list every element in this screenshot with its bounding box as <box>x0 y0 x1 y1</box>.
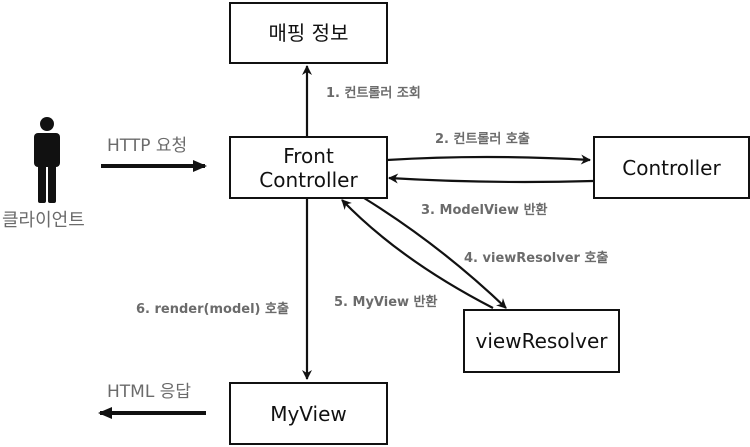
controller-box: Controller <box>593 136 750 199</box>
front-controller-label-line1: Front <box>283 143 334 168</box>
step4-label: 4. viewResolver 호출 <box>464 251 609 266</box>
step5-label: 5. MyView 반환 <box>334 295 438 310</box>
step1-label: 1. 컨트롤러 조회 <box>326 86 421 101</box>
my-view-label: MyView <box>270 401 347 426</box>
front-controller-box: Front Controller <box>229 136 388 199</box>
mapping-info-label: 매핑 정보 <box>268 21 349 45</box>
step3-label: 3. ModelView 반환 <box>421 203 548 218</box>
http-request-label: HTTP 요청 <box>107 136 188 156</box>
html-response-label: HTML 응답 <box>107 382 191 402</box>
my-view-box: MyView <box>229 382 388 445</box>
view-resolver-label: viewResolver <box>475 329 608 353</box>
person-icon <box>34 117 60 203</box>
step6-label: 6. render(model) 호출 <box>136 302 289 317</box>
step2-label: 2. 컨트롤러 호출 <box>435 132 530 147</box>
edge-step5-arrow <box>341 199 494 309</box>
controller-label: Controller <box>622 155 721 180</box>
edge-step2-arrow <box>386 154 591 165</box>
edge-step3-arrow <box>388 173 594 184</box>
front-controller-label-line2: Controller <box>259 167 358 192</box>
mapping-info-box: 매핑 정보 <box>229 2 388 64</box>
edge-step4-arrow <box>363 197 507 309</box>
view-resolver-box: viewResolver <box>463 309 620 373</box>
client-label: 클라이언트 <box>2 210 85 231</box>
